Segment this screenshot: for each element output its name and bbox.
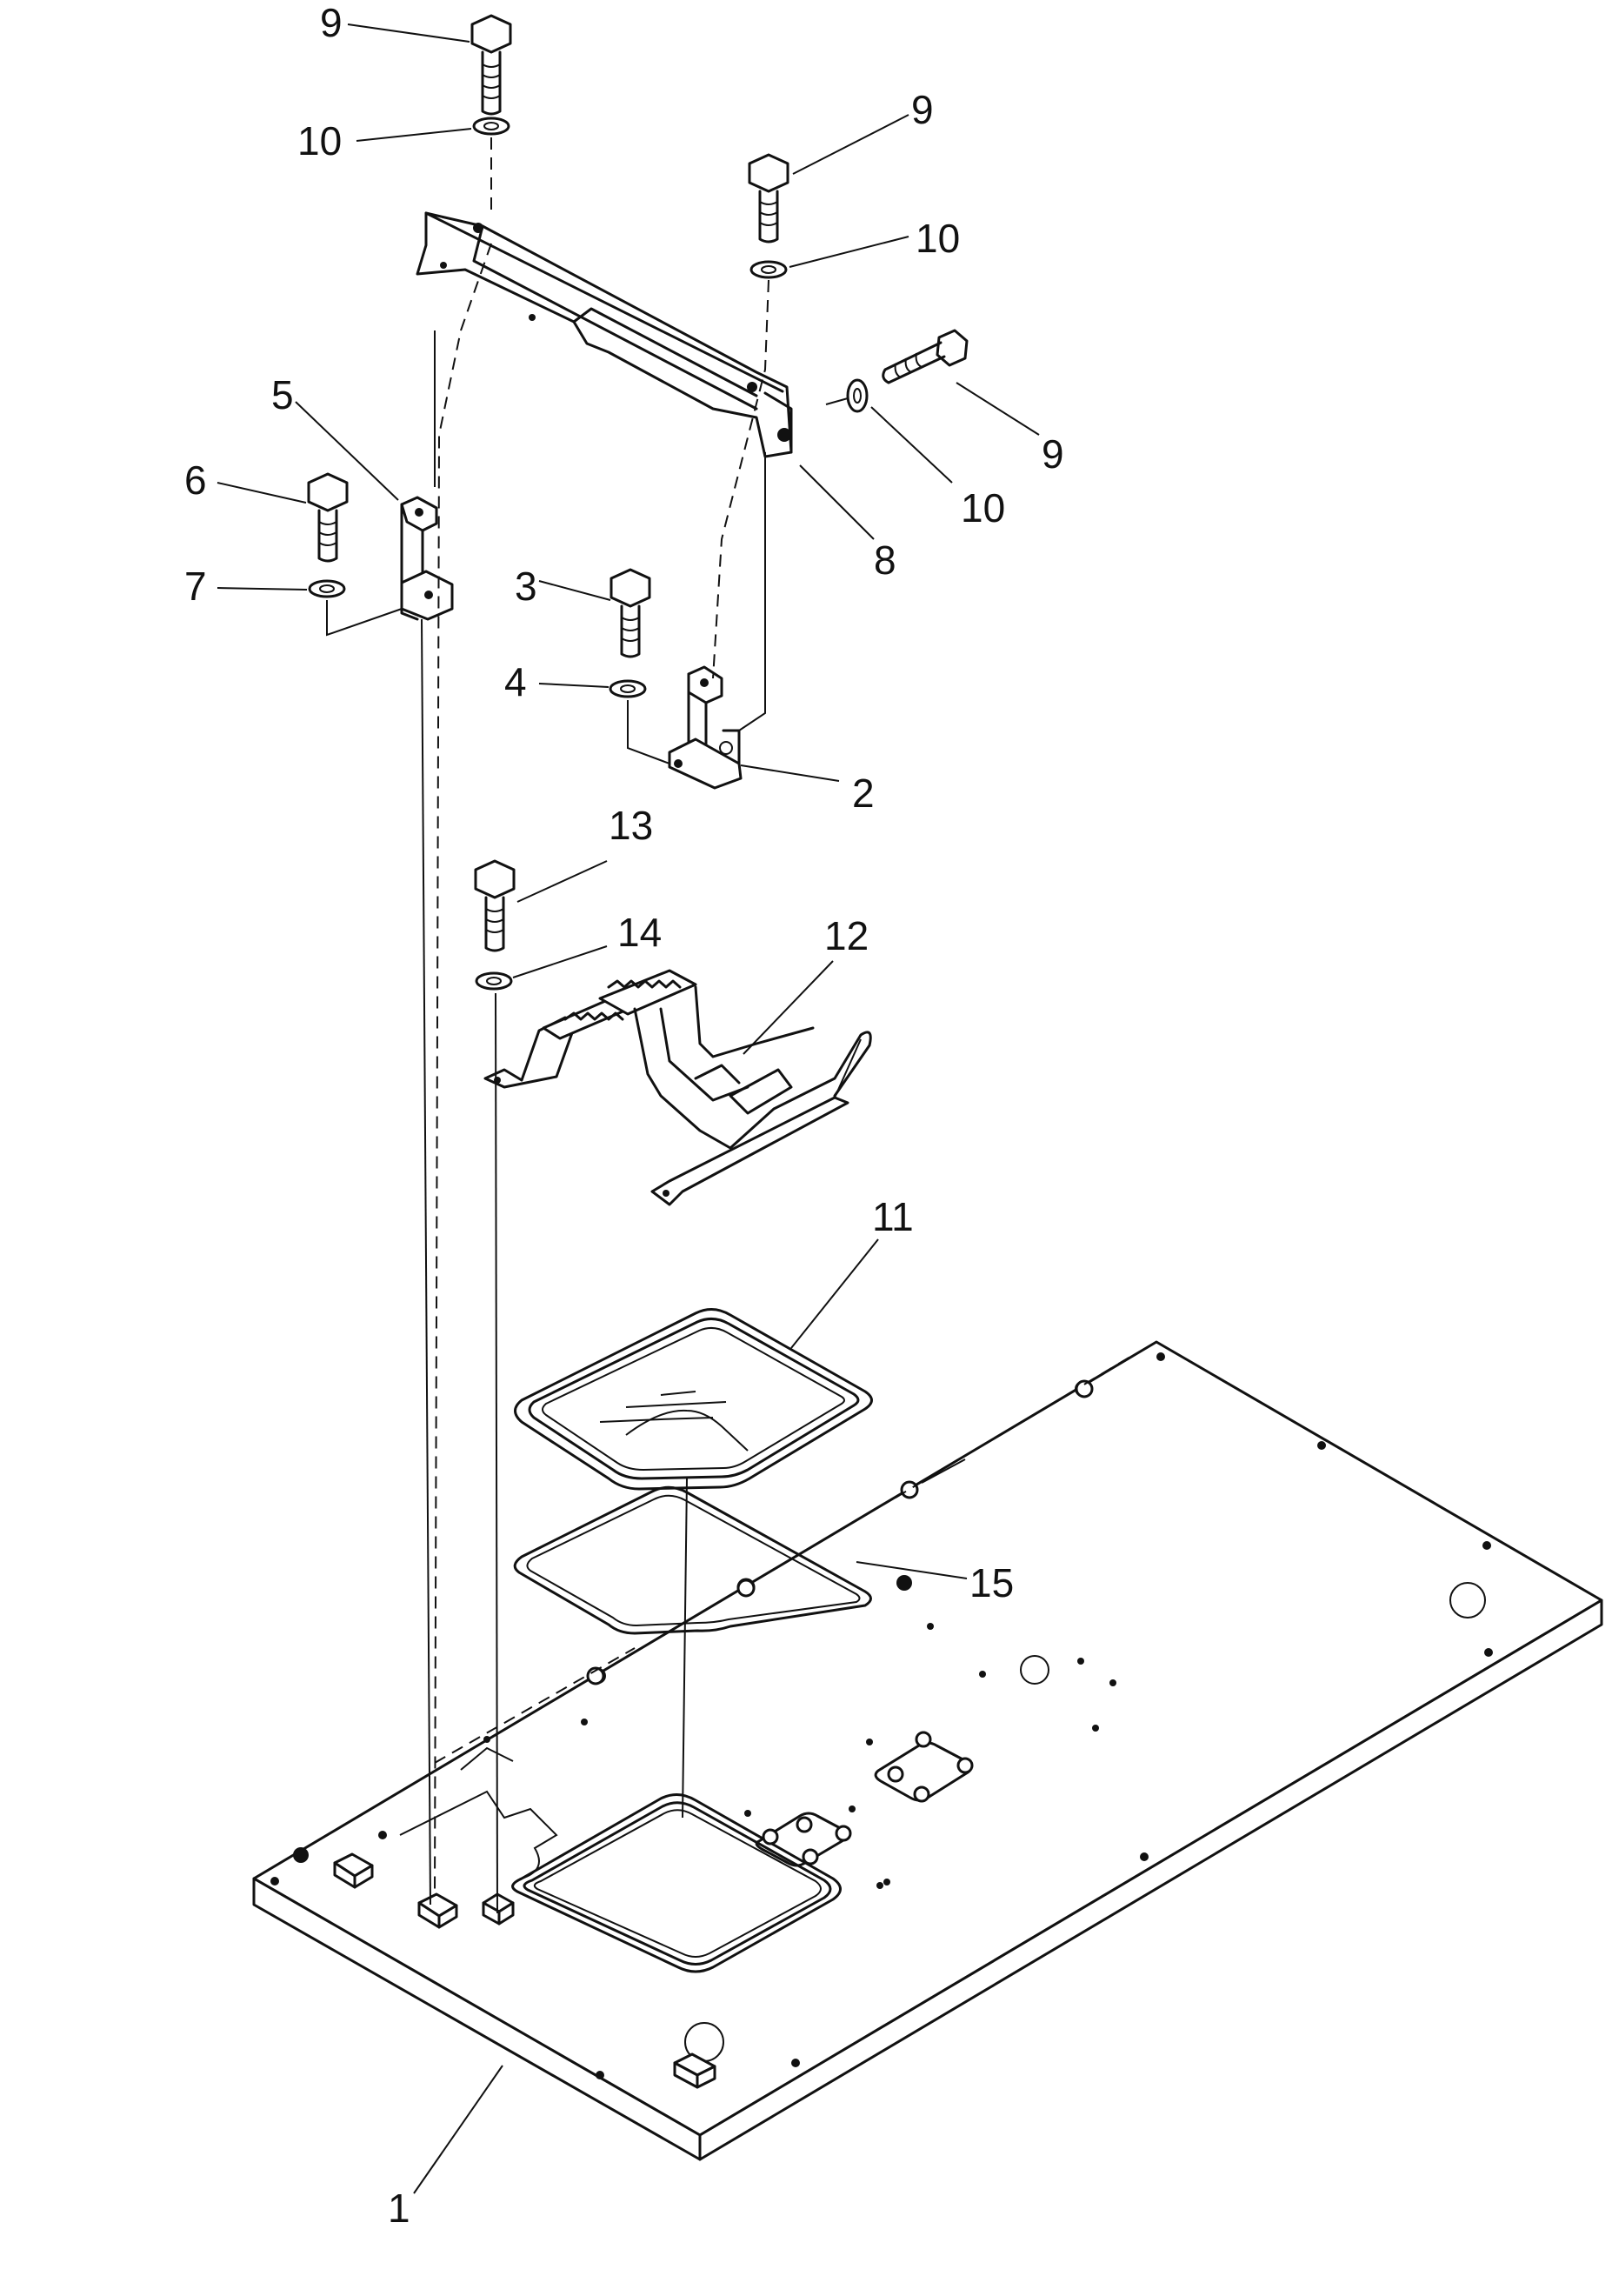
bolt-9-horizontal xyxy=(882,329,969,384)
bolt-9-top xyxy=(470,14,512,116)
right-bracket xyxy=(668,665,743,790)
bolt-6 xyxy=(307,472,349,563)
label-part-10-right: 10 xyxy=(916,216,960,261)
washer-4 xyxy=(609,679,647,698)
assembly-lines xyxy=(326,137,849,1914)
label-part-2: 2 xyxy=(852,771,875,816)
bolt-13 xyxy=(474,859,516,952)
plate-block-left xyxy=(333,1852,374,1889)
label-part-13: 13 xyxy=(609,803,653,848)
top-bracket xyxy=(416,211,793,458)
label-part-4: 4 xyxy=(504,659,527,704)
label-part-6: 6 xyxy=(184,457,207,503)
washer-10-top xyxy=(472,117,510,136)
label-part-9-top: 9 xyxy=(320,0,343,45)
label-part-12: 12 xyxy=(824,913,869,958)
label-part-10-side: 10 xyxy=(961,485,1005,531)
step-pedal xyxy=(483,969,872,1206)
part-labels: 9 10 9 10 9 10 8 5 6 7 3 4 2 13 14 12 11… xyxy=(184,0,1064,2231)
leader-lines xyxy=(216,23,1040,2194)
washer-10-right xyxy=(749,260,788,279)
plate-block-front xyxy=(673,2052,716,2089)
floor-window-glass xyxy=(514,1308,873,1491)
label-part-8: 8 xyxy=(874,537,896,583)
window-seal xyxy=(513,1485,872,1635)
label-part-15: 15 xyxy=(969,1560,1014,1605)
plate-block-right xyxy=(482,1892,515,1926)
label-part-9-right: 9 xyxy=(911,87,934,132)
floor-plate xyxy=(252,1340,1603,2161)
label-part-3: 3 xyxy=(515,564,537,609)
label-part-1: 1 xyxy=(388,2186,410,2231)
plate-block-mid xyxy=(417,1892,458,1929)
label-part-7: 7 xyxy=(184,564,207,609)
label-part-10-top: 10 xyxy=(297,118,342,164)
washer-14 xyxy=(475,971,513,991)
label-part-14: 14 xyxy=(617,910,662,955)
bolt-9-right xyxy=(748,153,789,244)
label-part-9-side: 9 xyxy=(1042,431,1064,477)
washer-7 xyxy=(308,579,346,598)
label-part-5: 5 xyxy=(271,372,294,417)
washer-10-side xyxy=(846,378,869,413)
bolt-3 xyxy=(609,568,651,658)
left-bracket xyxy=(400,496,454,621)
label-part-11: 11 xyxy=(872,1194,914,1239)
